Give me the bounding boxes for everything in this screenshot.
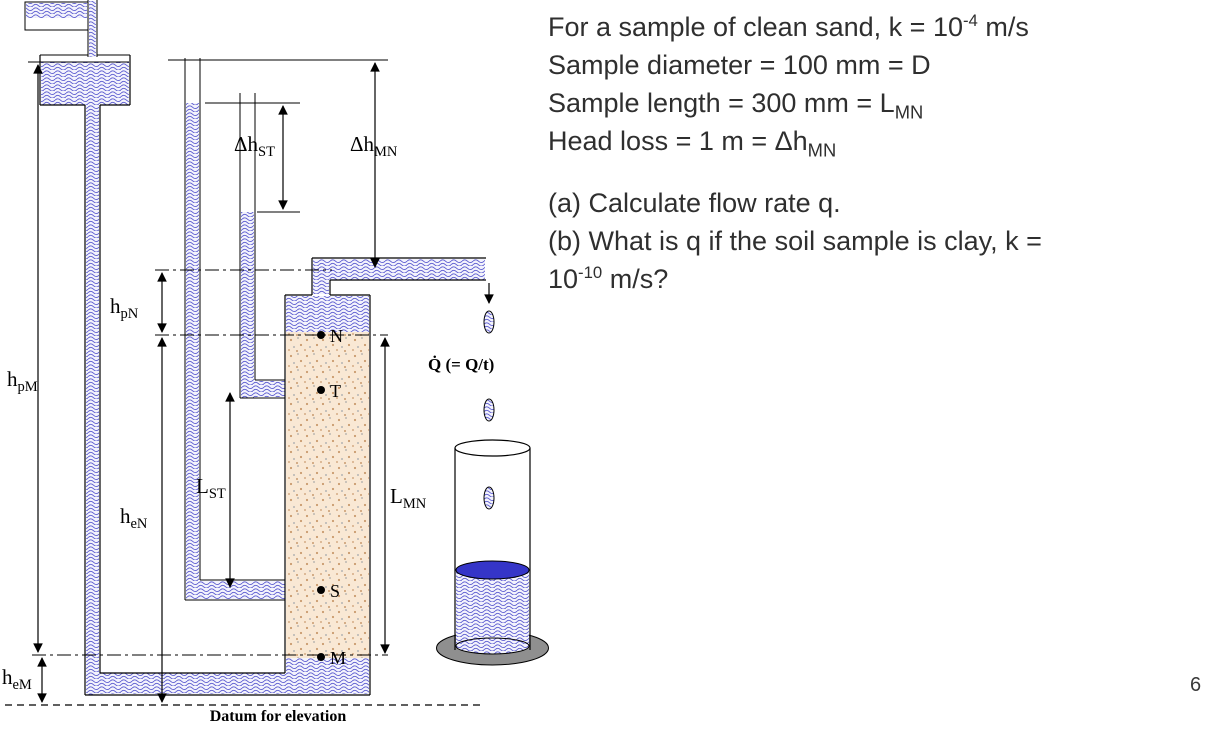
label-h-en: heN	[120, 504, 148, 532]
dimension-arrows	[33, 62, 390, 703]
sample-points: N T S M	[317, 326, 346, 668]
point-n-label: N	[330, 326, 343, 346]
page-number: 6	[1190, 674, 1202, 696]
standpipe-t	[239, 93, 285, 399]
given-line: Sample diameter = 100 mm = D	[548, 50, 931, 80]
point-s-label: S	[330, 581, 340, 601]
label-dh-mn: ΔhMN	[350, 132, 398, 160]
label-l-st: LST	[196, 474, 226, 502]
water-droplet	[483, 486, 495, 510]
flow-rate-label: Q̇ (= Q/t)	[428, 355, 494, 374]
point-n-dot	[317, 331, 325, 339]
label-l-mn: LMN	[390, 484, 427, 512]
outflow-pipe	[311, 257, 486, 295]
question-line: (a) Calculate flow rate q.	[548, 188, 841, 218]
cylinder-opening	[454, 439, 531, 457]
supply-system	[24, 0, 131, 106]
standpipe-s	[184, 58, 285, 601]
point-t-dot	[317, 386, 325, 394]
sample-cell	[284, 294, 371, 695]
given-line: Sample length = 300 mm = LMN	[548, 88, 924, 123]
datum-label: Datum for elevation	[210, 708, 347, 725]
label-h-em: heM	[2, 665, 32, 693]
soil-sample	[286, 332, 369, 658]
dimension-labels: ΔhST ΔhMN hpN hpM heN heM LST LMN Q̇ (= …	[2, 132, 494, 725]
effluent-stream	[483, 283, 495, 510]
reference-lines	[5, 59, 485, 706]
question-line: (b) What is q if the soil sample is clay…	[548, 226, 1042, 256]
question-line: 10-10 m/s?	[548, 263, 669, 294]
point-m-dot	[317, 653, 325, 661]
point-m-label: M	[330, 648, 346, 668]
label-h-pn: hpN	[110, 294, 139, 322]
water-droplet	[483, 398, 495, 422]
label-h-pm: hpM	[7, 367, 38, 395]
problem-statement: For a sample of clean sand, k = 10-4 m/s…	[548, 8, 1216, 298]
label-dh-st: ΔhST	[234, 132, 275, 160]
given-line: Head loss = 1 m = ΔhMN	[548, 126, 837, 161]
water-droplet	[483, 310, 495, 334]
point-s-dot	[317, 586, 325, 594]
questions: (a) Calculate flow rate q. (b) What is q…	[548, 184, 1216, 298]
graduated-cylinder	[436, 439, 549, 666]
permeameter-diagram: N T S M ΔhST ΔhMN hpN hpM heN heM LST LM…	[2, 0, 549, 725]
water-surface	[455, 560, 530, 580]
point-t-label: T	[330, 381, 341, 401]
given-line: For a sample of clean sand, k = 10-4 m/s	[548, 11, 1029, 42]
